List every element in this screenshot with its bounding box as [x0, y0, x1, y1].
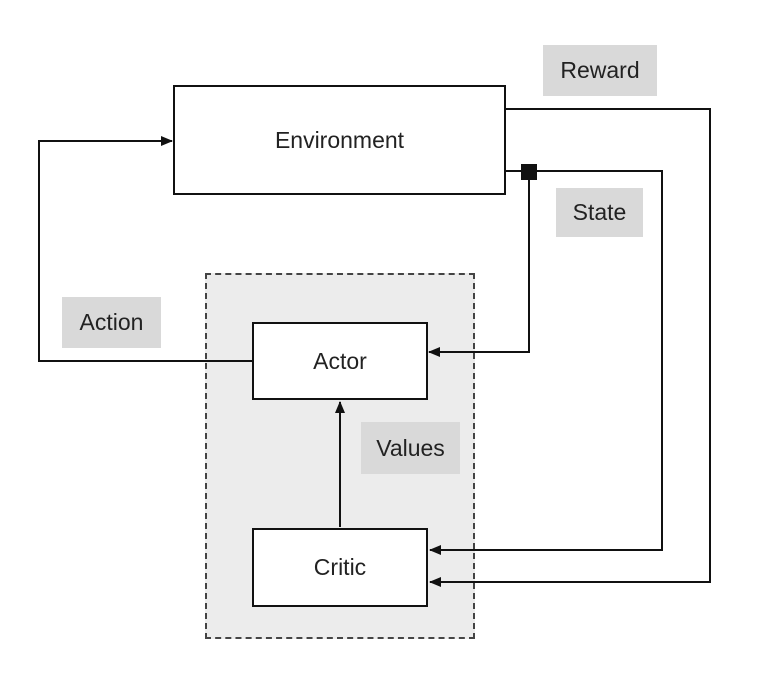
state-to-critic-connector — [429, 170, 663, 555]
critic-node: Critic — [252, 528, 428, 607]
reward-label: Reward — [543, 45, 657, 96]
action-connector — [38, 136, 253, 362]
state-label: State — [556, 188, 643, 237]
critic-label: Critic — [313, 554, 367, 580]
environment-label: Environment — [274, 126, 405, 153]
state-junction — [521, 164, 537, 180]
actor-label: Actor — [313, 347, 367, 374]
values-label: Values — [361, 422, 460, 474]
actor-node: Actor — [252, 322, 428, 400]
reward-connector — [429, 108, 711, 587]
action-label: Action — [62, 297, 161, 348]
state-to-actor-connector — [428, 173, 530, 357]
environment-node: Environment — [173, 85, 506, 195]
